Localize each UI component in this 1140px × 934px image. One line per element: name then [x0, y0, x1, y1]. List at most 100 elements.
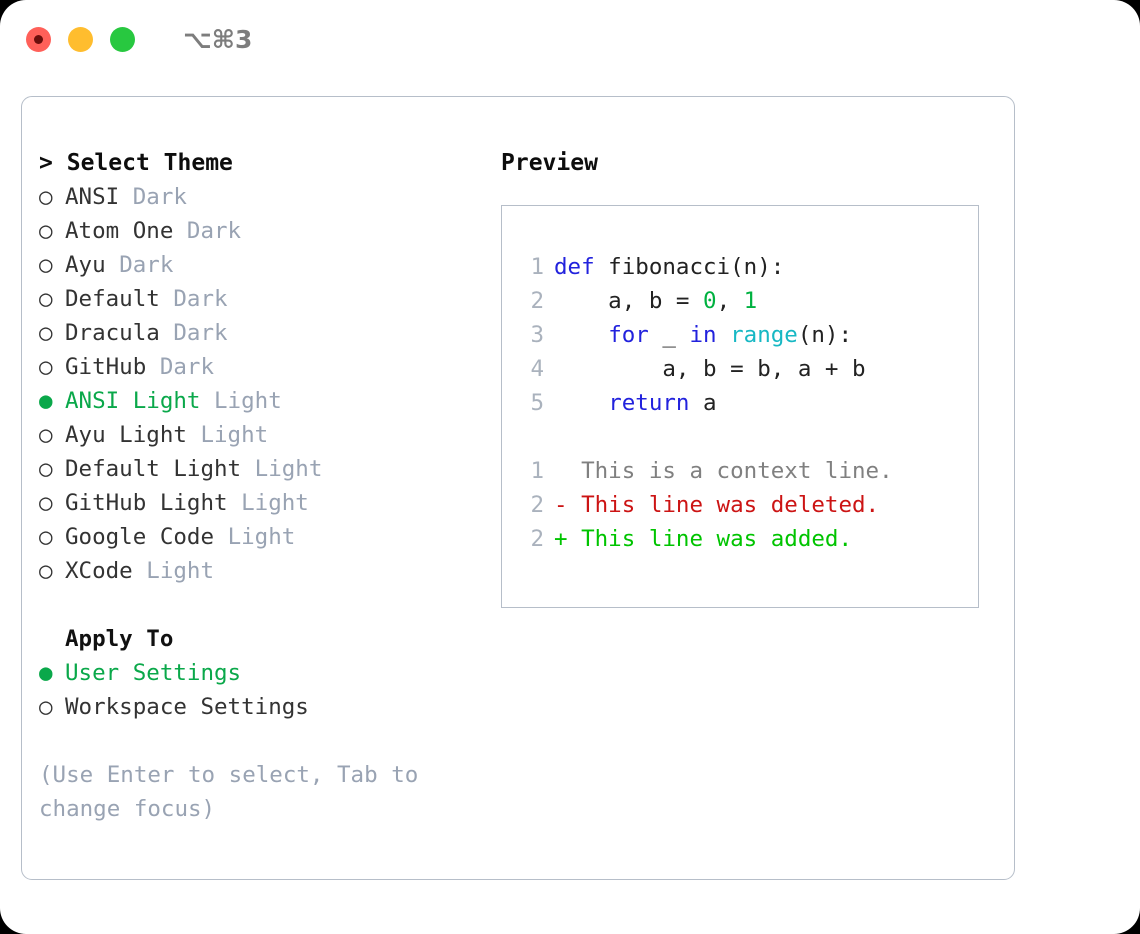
theme-name: ANSI Light — [65, 388, 215, 414]
line-number: 1 — [530, 458, 544, 484]
diff-marker: - — [554, 492, 568, 518]
apply-to-option[interactable]: ● User Settings — [39, 656, 489, 690]
code-line: 4 a, b = b, a + b — [502, 352, 978, 386]
diff-line: 2- This line was deleted. — [502, 488, 978, 522]
radio-selected-icon: ● — [39, 388, 53, 414]
titlebar: ⌥⌘3 — [0, 0, 1140, 78]
line-number: 3 — [530, 322, 544, 348]
theme-kind-badge: Dark — [173, 320, 228, 346]
theme-kind-badge: Light — [254, 456, 323, 482]
radio-unselected-icon: ○ — [39, 286, 53, 312]
code-token: a, b = — [554, 288, 704, 314]
theme-list: ○ANSI Dark○Atom One Dark○Ayu Dark○Defaul… — [39, 180, 489, 588]
window-title: ⌥⌘3 — [183, 24, 253, 54]
theme-kind-badge: Light — [214, 388, 282, 414]
theme-list-item[interactable]: ○ Google Code Light — [39, 520, 489, 554]
theme-list-item[interactable]: ○ ANSI Dark — [39, 180, 489, 214]
code-token: a, b = b, a + b — [554, 356, 866, 382]
code-token: range — [730, 322, 798, 348]
theme-name: Ayu — [65, 252, 120, 278]
theme-name: ANSI — [65, 184, 133, 210]
radio-unselected-icon: ○ — [39, 422, 53, 448]
radio-selected-icon: ● — [39, 660, 53, 686]
theme-kind-badge: Dark — [173, 286, 228, 312]
theme-list-item[interactable]: ○ Atom One Dark — [39, 214, 489, 248]
code-token — [554, 390, 608, 416]
radio-unselected-icon: ○ — [39, 490, 53, 516]
apply-to-option-label: User Settings — [65, 660, 242, 686]
keyboard-hint: (Use Enter to select, Tab to change focu… — [39, 762, 432, 822]
theme-name: Dracula — [65, 320, 174, 346]
list-spacer — [39, 588, 489, 622]
radio-unselected-icon: ○ — [39, 252, 53, 278]
diff-marker: + — [554, 526, 568, 552]
theme-kind-badge: Dark — [159, 354, 215, 380]
radio-unselected-icon: ○ — [39, 524, 53, 550]
theme-name: GitHub Light — [65, 490, 242, 516]
code-token: (n): — [797, 322, 853, 348]
code-token: return — [608, 390, 690, 416]
line-number: 4 — [530, 356, 544, 382]
theme-kind-badge: Dark — [132, 184, 187, 210]
theme-list-item[interactable]: ● ANSI Light Light — [39, 384, 489, 418]
radio-unselected-icon: ○ — [39, 456, 53, 482]
diff-text: This line was deleted. — [567, 492, 880, 518]
radio-unselected-icon: ○ — [39, 694, 53, 720]
code-token: _ — [648, 322, 690, 348]
close-button-icon[interactable] — [26, 26, 51, 52]
theme-kind-badge: Dark — [119, 252, 174, 278]
theme-list-item[interactable]: ○ Default Light Light — [39, 452, 489, 486]
code-token: for — [608, 322, 649, 348]
theme-name: GitHub — [65, 354, 160, 380]
code-token: a — [689, 390, 717, 416]
select-theme-heading: > Select Theme — [39, 146, 489, 180]
code-token: def — [554, 254, 595, 280]
code-token: in — [689, 322, 717, 348]
traffic-lights — [26, 26, 135, 52]
radio-unselected-icon: ○ — [39, 184, 53, 210]
code-token — [717, 322, 731, 348]
theme-kind-badge: Light — [227, 524, 296, 550]
diff-text: This line was added. — [567, 526, 853, 552]
code-line: 5 return a — [502, 386, 978, 420]
zoom-button-icon[interactable] — [110, 26, 135, 52]
theme-list-item[interactable]: ○ GitHub Dark — [39, 350, 489, 384]
theme-name: Atom One — [65, 218, 187, 244]
code-token: 1 — [743, 288, 758, 314]
theme-kind-badge: Dark — [186, 218, 242, 244]
theme-list-item[interactable]: ○XCode Light — [39, 554, 489, 588]
code-line: 3 for _ in range(n): — [502, 318, 978, 352]
theme-name: Google Code — [65, 524, 228, 550]
focus-marker-icon: > — [39, 150, 53, 176]
line-number: 2 — [530, 492, 544, 518]
theme-kind-badge: Light — [241, 490, 309, 516]
theme-name: Default Light — [65, 456, 255, 482]
radio-unselected-icon: ○ — [39, 558, 53, 584]
theme-name: Ayu Light — [65, 422, 201, 448]
theme-name: XCode — [65, 558, 147, 584]
hint-spacer — [39, 724, 489, 758]
apply-to-options: ● User Settings ○Workspace Settings — [39, 656, 489, 724]
line-number: 2 — [530, 288, 544, 314]
diff-line: 1 This is a context line. — [502, 454, 978, 488]
code-token — [554, 322, 608, 348]
diff-marker — [554, 458, 568, 484]
apply-to-label: Apply To — [65, 626, 174, 652]
radio-unselected-icon: ○ — [39, 218, 53, 244]
theme-list-item[interactable]: ○ GitHub Light Light — [39, 486, 489, 520]
theme-list-item[interactable]: ○Default Dark — [39, 282, 489, 316]
minimize-button-icon[interactable] — [68, 26, 93, 52]
theme-list-item[interactable]: ○Dracula Dark — [39, 316, 489, 350]
theme-list-item[interactable]: ○Ayu Light Light — [39, 418, 489, 452]
code-token: fibonacci(n): — [594, 254, 785, 280]
radio-unselected-icon: ○ — [39, 354, 53, 380]
apply-to-option[interactable]: ○Workspace Settings — [39, 690, 489, 724]
theme-list-item[interactable]: ○ Ayu Dark — [39, 248, 489, 282]
main-frame: > Select Theme ○ANSI Dark○Atom One Dark○… — [21, 96, 1015, 880]
line-number: 5 — [530, 390, 544, 416]
theme-selection-panel: > Select Theme ○ANSI Dark○Atom One Dark○… — [39, 146, 489, 826]
